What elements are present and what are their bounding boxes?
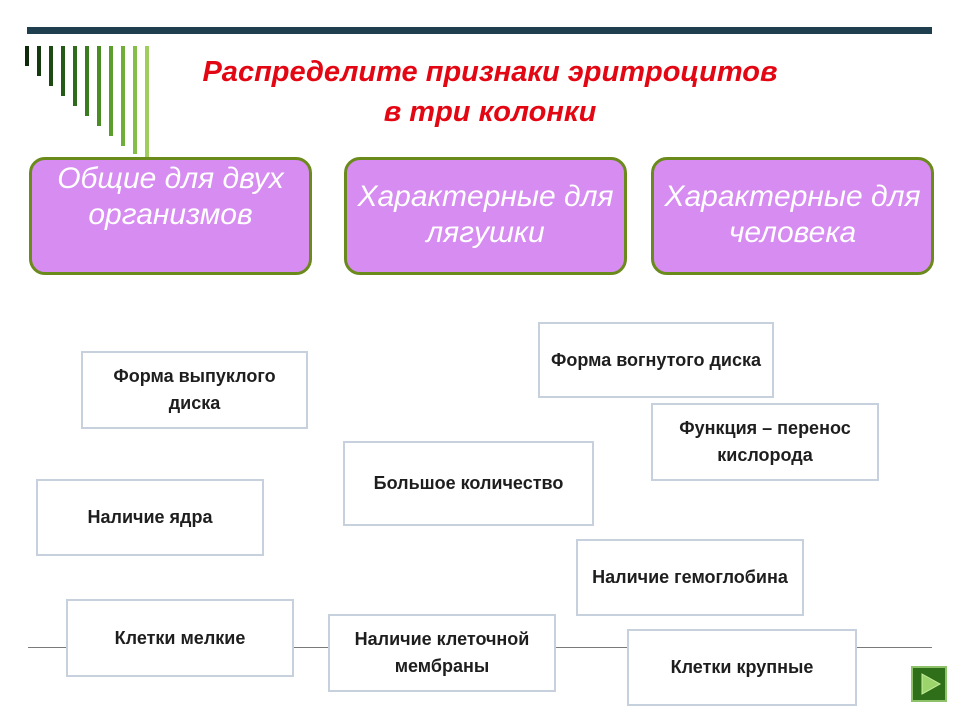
trait-card-oxygen-transport[interactable]: Функция – перенос кислорода (651, 403, 879, 481)
trait-card-convex-disc[interactable]: Форма выпуклого диска (81, 351, 308, 429)
trait-card-nucleus[interactable]: Наличие ядра (36, 479, 264, 556)
trait-card-small-cells[interactable]: Клетки мелкие (66, 599, 294, 677)
bottom-line (28, 647, 68, 648)
title-line-2: в три колонки (383, 96, 597, 128)
bottom-line (556, 647, 629, 648)
slide-title: Распределите признаки эритроцитов в три … (170, 52, 810, 132)
trait-card-cell-membrane[interactable]: Наличие клеточной мембраны (328, 614, 556, 692)
column-header-label: Общие для двух организмов (57, 162, 284, 231)
bottom-line (856, 647, 932, 648)
column-header-label: Характерные для человека (664, 180, 921, 249)
stripes-decoration (25, 46, 149, 161)
column-header-label: Характерные для лягушки (357, 180, 614, 249)
title-line-1: Распределите признаки эритроцитов (202, 56, 778, 88)
column-header-human: Характерные для человека (651, 157, 934, 275)
next-slide-button[interactable] (911, 666, 947, 702)
column-header-common: Общие для двух организмов (29, 157, 312, 275)
column-header-frog: Характерные для лягушки (344, 157, 627, 275)
play-triangle-icon (921, 673, 942, 695)
bottom-line (292, 647, 330, 648)
trait-card-concave-disc[interactable]: Форма вогнутого диска (538, 322, 774, 398)
trait-card-large-quantity[interactable]: Большое количество (343, 441, 594, 526)
trait-card-large-cells[interactable]: Клетки крупные (627, 629, 857, 706)
top-bar (27, 27, 932, 34)
trait-card-hemoglobin[interactable]: Наличие гемоглобина (576, 539, 804, 616)
